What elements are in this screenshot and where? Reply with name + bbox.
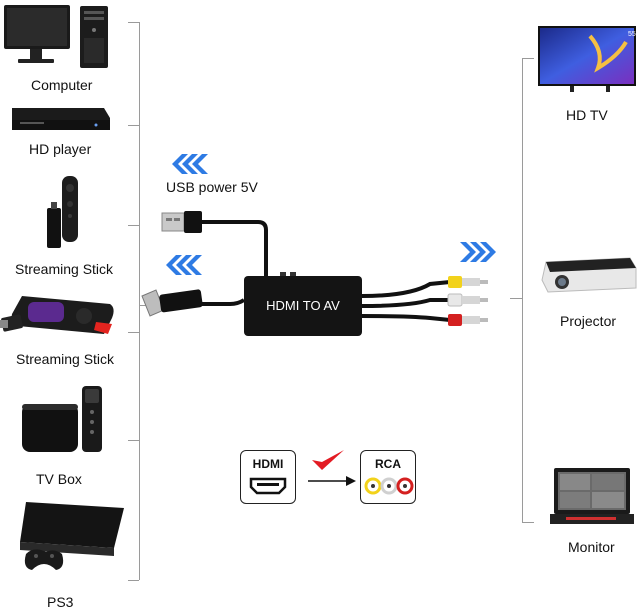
projector-icon xyxy=(541,257,637,293)
source-label: Streaming Stick xyxy=(16,351,115,367)
bracket-tick xyxy=(128,125,139,126)
monitor-icon xyxy=(550,468,634,524)
bracket-tick xyxy=(128,22,139,23)
hd-tv-icon: 55 xyxy=(538,26,636,92)
bracket-tick xyxy=(128,440,139,441)
converter-box xyxy=(244,276,362,336)
rca-plug-red-icon xyxy=(448,314,488,326)
output-label: Projector xyxy=(560,313,617,329)
converter-label: HDMI TO AV xyxy=(266,298,340,313)
hdmi-port-icon xyxy=(249,477,287,495)
hd-player-icon xyxy=(12,108,110,130)
rca-plug-white-icon xyxy=(447,293,488,307)
bracket-tick xyxy=(128,580,139,581)
chevron-left-icon xyxy=(166,255,202,275)
hdmi-port-card: HDMI xyxy=(240,450,296,504)
bracket-tick xyxy=(522,58,534,59)
streaming-stick-roku-icon xyxy=(0,296,114,334)
rca-label: RCA xyxy=(375,457,401,471)
source-label: Streaming Stick xyxy=(15,261,114,277)
source-bracket xyxy=(139,22,140,580)
computer-icon xyxy=(4,5,108,68)
source-label: PS3 xyxy=(47,594,74,610)
source-label: TV Box xyxy=(36,471,82,487)
arrow-right-icon xyxy=(308,476,356,486)
rca-port-icon xyxy=(364,477,414,495)
hdmi-plug-icon xyxy=(141,289,203,317)
chevron-left-icon xyxy=(172,154,208,174)
source-label: Computer xyxy=(31,77,93,93)
hdmi-cable xyxy=(202,298,246,306)
usb-cable xyxy=(200,220,268,276)
bracket-connector xyxy=(139,305,151,306)
streaming-stick-icon xyxy=(47,176,78,248)
usb-power-label: USB power 5V xyxy=(166,179,258,195)
bracket-connector xyxy=(510,298,522,299)
output-label: HD TV xyxy=(566,107,608,123)
tv-badge: 55 xyxy=(628,31,636,38)
bracket-tick xyxy=(522,522,534,523)
source-label: HD player xyxy=(29,141,92,157)
rca-plug-yellow-icon xyxy=(448,276,488,288)
hdmi-label: HDMI xyxy=(252,457,284,471)
output-bracket xyxy=(522,58,523,522)
ps3-icon xyxy=(20,502,124,570)
chevron-right-icon xyxy=(460,242,496,262)
rca-port-card: RCA xyxy=(360,450,416,504)
bracket-tick xyxy=(128,225,139,226)
bracket-tick xyxy=(128,332,139,333)
cable-diagram xyxy=(141,211,488,336)
tv-box-icon xyxy=(22,386,102,452)
output-label: Monitor xyxy=(568,539,615,555)
usb-plug-icon xyxy=(161,211,202,233)
checkmark-icon xyxy=(312,450,344,470)
